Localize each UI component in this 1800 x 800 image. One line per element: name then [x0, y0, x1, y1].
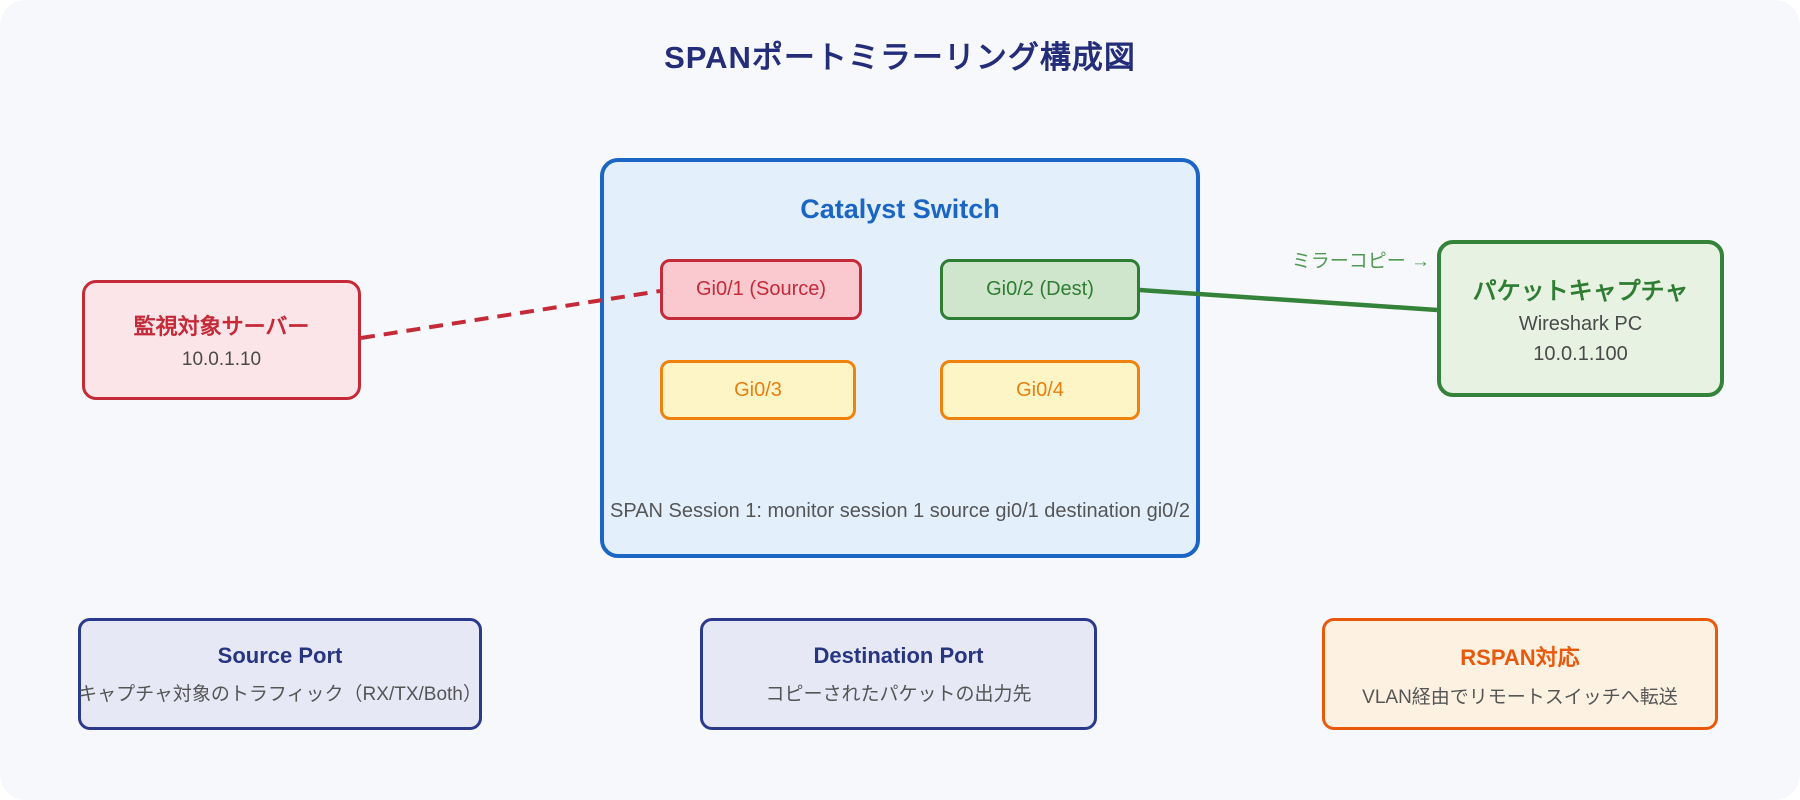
server-title: 監視対象サーバー	[133, 314, 310, 339]
legend-source-port-title: Source Port	[217, 642, 343, 668]
legend-card-destination-port: Destination Port コピーされたパケットの出力先	[700, 618, 1097, 730]
node-packet-capture: パケットキャプチャ Wireshark PC 10.0.1.100	[1437, 240, 1724, 397]
port-gi0-1-source: Gi0/1 (Source)	[660, 259, 862, 320]
legend-source-port-description: キャプチャ対象のトラフィック（RX/TX/Both）	[78, 683, 482, 705]
legend-card-rspan: RSPAN対応 VLAN経由でリモートスイッチへ転送	[1322, 618, 1718, 730]
node-monitored-server: 監視対象サーバー 10.0.1.10	[82, 280, 361, 400]
capture-title: パケットキャプチャ	[1472, 278, 1689, 305]
capture-subtitle: Wireshark PC	[1518, 313, 1643, 335]
server-ip: 10.0.1.10	[181, 349, 262, 370]
legend-rspan-description: VLAN経由でリモートスイッチへ転送	[1362, 686, 1678, 708]
legend-rspan-title: RSPAN対応	[1460, 644, 1580, 670]
legend-destination-port-description: コピーされたパケットの出力先	[765, 683, 1032, 705]
port-gi0-2-dest: Gi0/2 (Dest)	[940, 259, 1140, 320]
port-gi0-4-label: Gi0/4	[1016, 378, 1064, 401]
port-gi0-1-label: Gi0/1 (Source)	[695, 278, 827, 300]
node-catalyst-switch: Catalyst Switch Gi0/1 (Source) Gi0/2 (De…	[600, 158, 1200, 558]
port-gi0-2-label: Gi0/2 (Dest)	[986, 278, 1094, 300]
port-gi0-3: Gi0/3	[660, 360, 856, 420]
span-session-note: SPAN Session 1: monitor session 1 source…	[610, 500, 1190, 522]
port-gi0-3-label: Gi0/3	[734, 378, 782, 401]
capture-ip: 10.0.1.100	[1533, 343, 1628, 365]
switch-title: Catalyst Switch	[800, 194, 1000, 224]
mirror-copy-label: ミラーコピー →	[1291, 251, 1430, 272]
diagram-title: SPANポートミラーリング構成図	[664, 40, 1136, 75]
legend-destination-port-title: Destination Port	[813, 642, 984, 668]
port-gi0-4: Gi0/4	[940, 360, 1140, 420]
legend-card-source-port: Source Port キャプチャ対象のトラフィック（RX/TX/Both）	[78, 618, 482, 730]
